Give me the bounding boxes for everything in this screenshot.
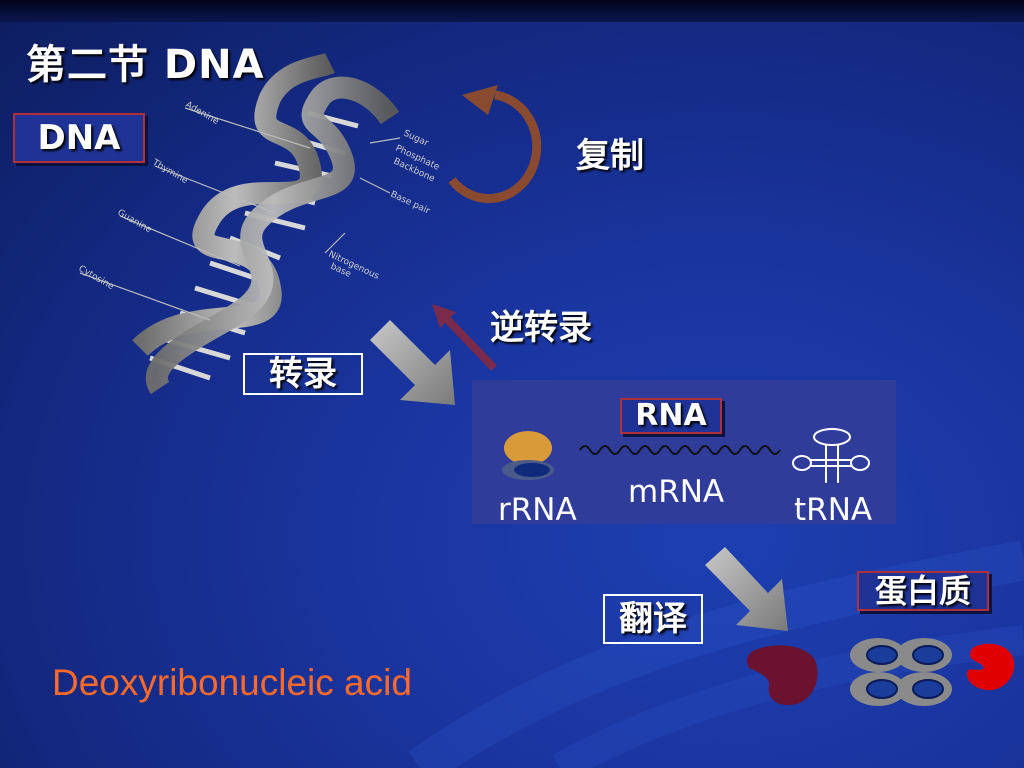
replication-cycle-arrow-icon	[448, 85, 542, 204]
protein-shape-icon	[747, 645, 818, 706]
top-bar	[0, 0, 1024, 22]
transcription-arrow-icon	[370, 320, 455, 405]
replication-label: 复制	[576, 136, 644, 176]
translation-arrow-icon	[705, 547, 788, 631]
dna-label-box: DNA	[13, 113, 145, 163]
mrna-label: mRNA	[628, 474, 725, 510]
svg-text:Cytosine: Cytosine	[77, 264, 116, 292]
reverse-transcription-label: 逆转录	[490, 308, 592, 348]
mrna-strand-icon	[579, 445, 781, 455]
hemoglobin-icon	[850, 638, 952, 706]
svg-text:Adenine: Adenine	[184, 100, 221, 127]
transcription-label-box: 转录	[243, 353, 363, 395]
svg-text:Sugar: Sugar	[402, 129, 430, 149]
ribosome-icon	[502, 431, 554, 480]
svg-text:Thymine: Thymine	[150, 157, 190, 186]
svg-text:Base pair: Base pair	[389, 190, 432, 217]
trna-icon	[792, 428, 870, 483]
protein-label-box: 蛋白质	[857, 571, 989, 611]
trna-label: tRNA	[794, 492, 873, 528]
svg-text:Guanine: Guanine	[116, 208, 154, 236]
dna-full-name-caption: Deoxyribonucleic acid	[52, 662, 412, 703]
dna-helix-image: Adenine Thymine Guanine Cytosine Sugar P…	[77, 52, 441, 395]
enzyme-icon	[966, 643, 1015, 691]
reverse-transcription-arrow-icon	[432, 304, 497, 371]
rna-title-box: RNA	[620, 398, 722, 434]
translation-label-box: 翻译	[603, 594, 703, 644]
rrna-label: rRNA	[498, 492, 577, 528]
slide-title: 第二节 DNA	[26, 42, 265, 88]
